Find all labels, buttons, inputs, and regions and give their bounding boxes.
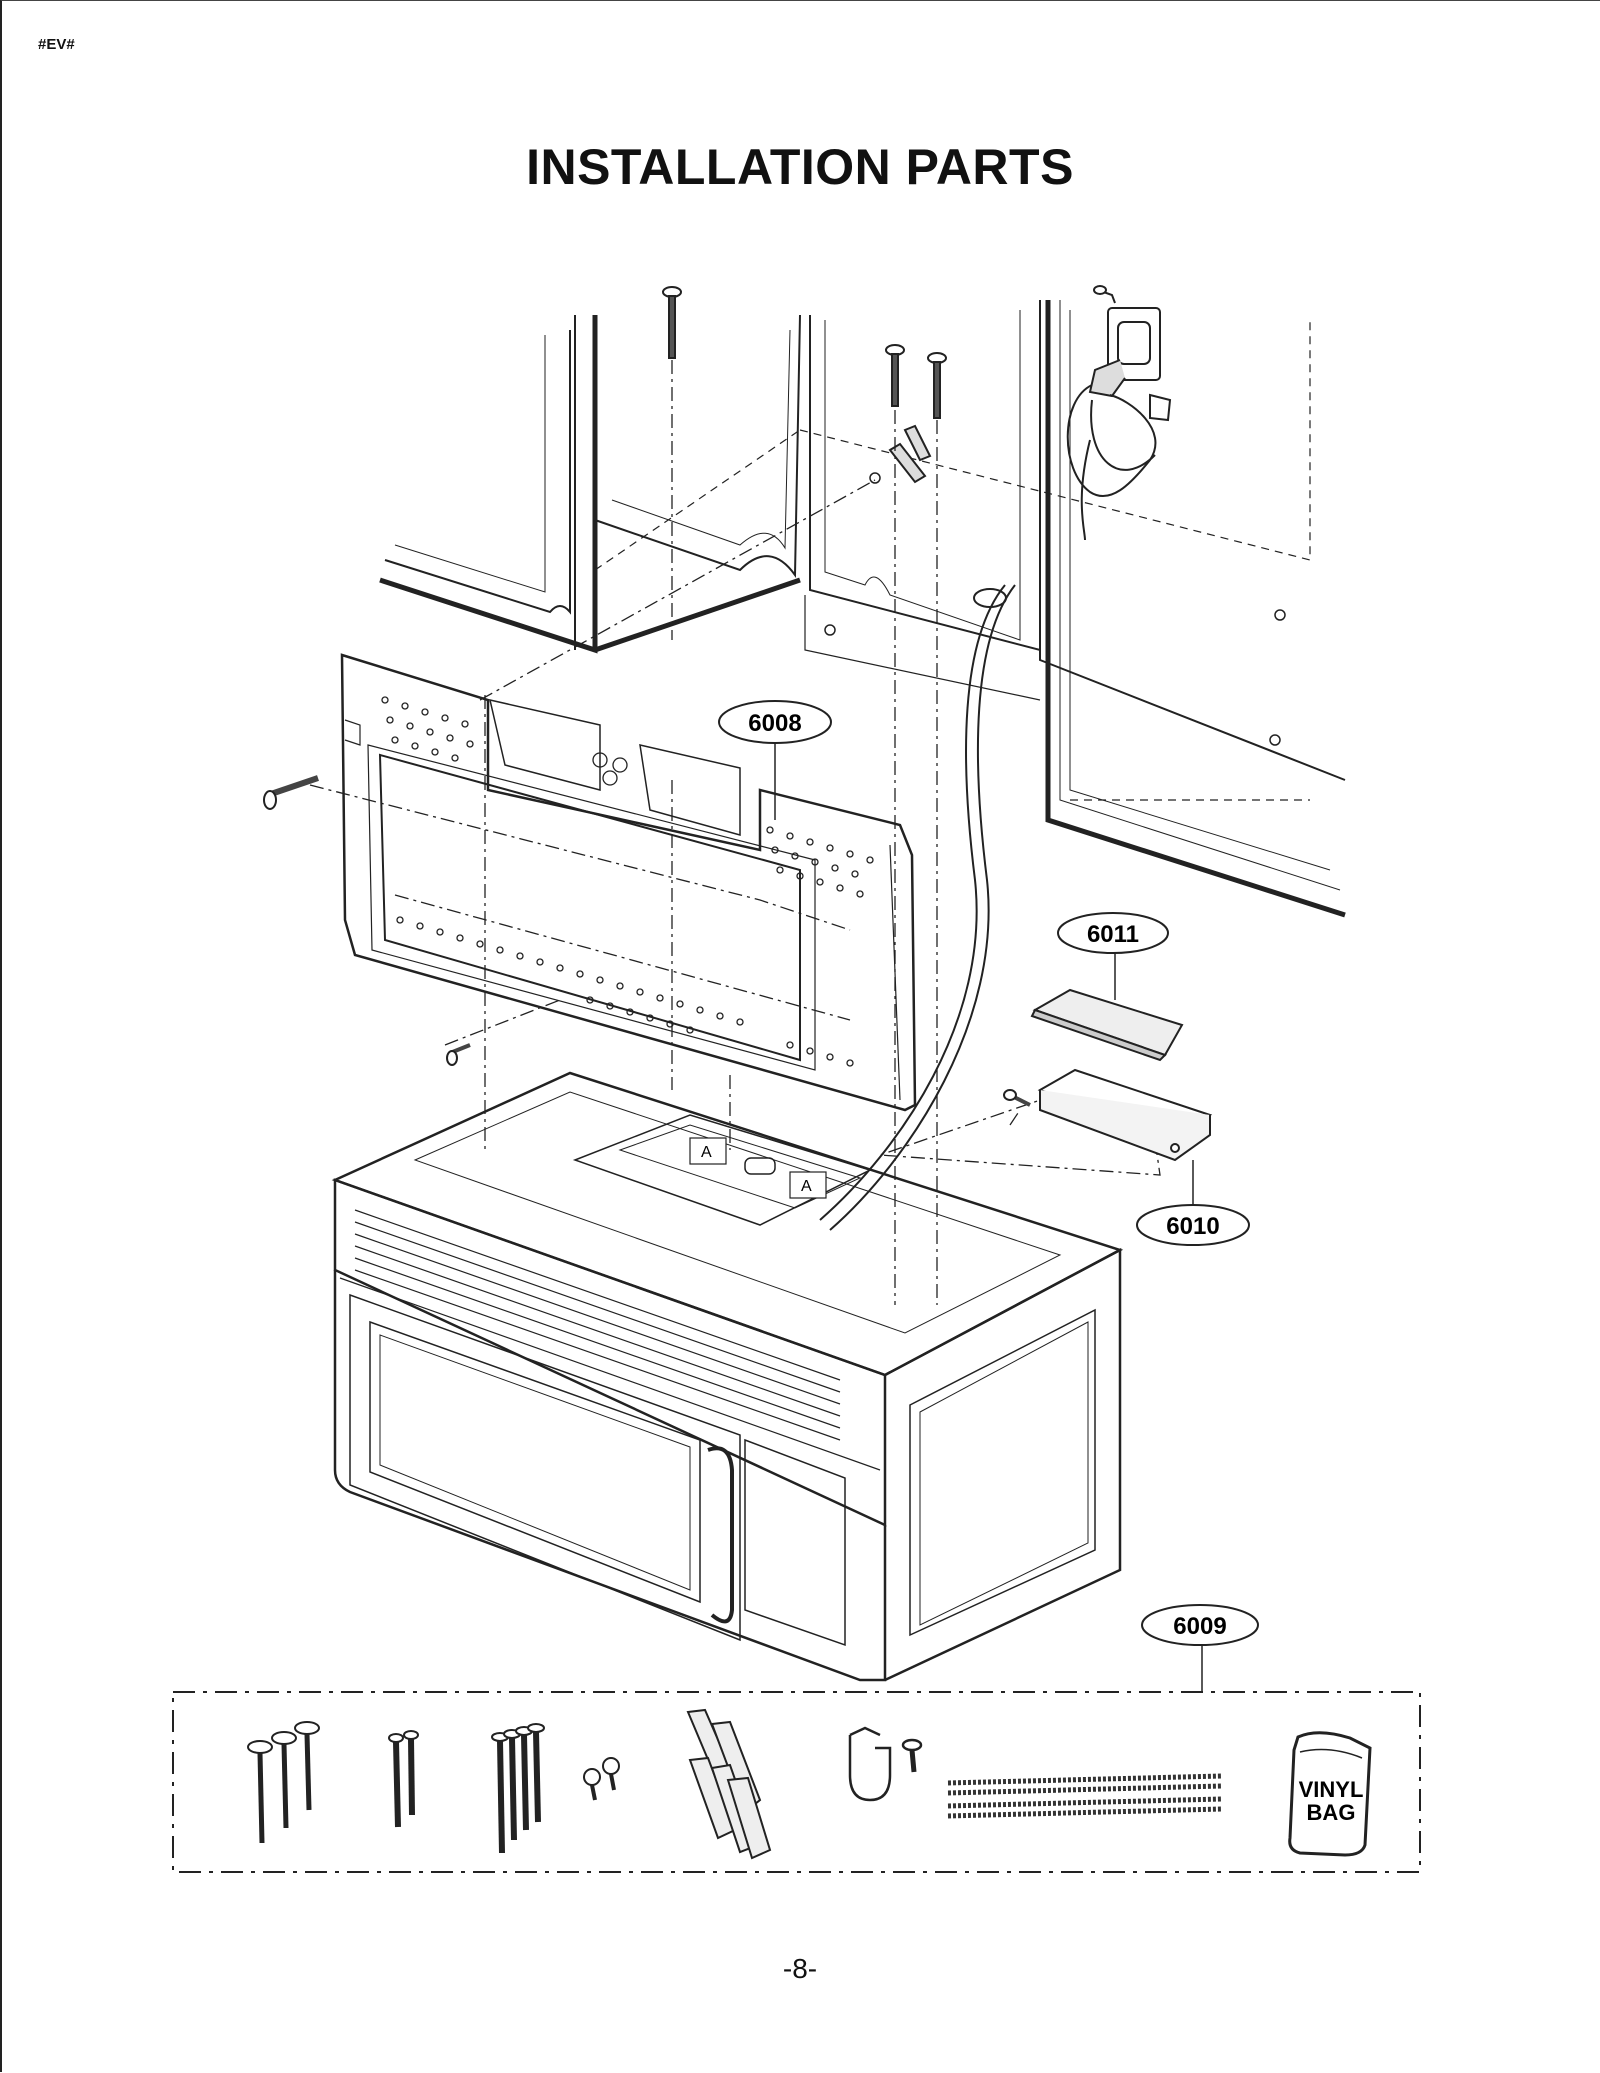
callout-label-6009: 6009 [1173,1613,1226,1640]
callout-6009: 6009 [1141,1604,1259,1692]
kit-spacer-strips [947,1773,1223,1819]
alignment-lines [309,360,1161,1305]
callout-label-6008: 6008 [748,710,801,737]
plate-label-right: A [801,1178,812,1195]
callout-6010: 6010 [1136,1160,1250,1246]
mounting-plate [340,653,917,1112]
kit-wing-anchors [686,1708,772,1860]
kit-long-bolts [491,1723,545,1854]
vinyl-bag-line2: BAG [1307,1800,1356,1825]
microwave-oven [331,1071,1124,1682]
kit-wood-screws [247,1721,320,1844]
callout-label-6010: 6010 [1166,1213,1219,1240]
upper-cabinets [379,300,1346,918]
top-plate-labels: A A [689,1137,827,1199]
cover-part [1030,988,1184,1062]
callout-6011: 6011 [1057,912,1169,1000]
side-screws [263,775,1031,1107]
bracket-part [1037,1068,1213,1162]
page-number: -8- [782,1953,818,1984]
mounting-plate-holes [381,696,874,1067]
callout-label-6011: 6011 [1087,921,1139,948]
vinyl-bag-line1: VINYL [1299,1777,1364,1802]
kit-toggle-bolts [388,1730,419,1828]
document-tag: #EV# [38,36,75,53]
wall-outlet-and-plug [1066,307,1172,541]
callout-6008: 6008 [718,700,832,820]
kit-cord-clamp [848,1726,923,1802]
page-title: INSTALLATION PARTS [526,139,1074,195]
installation-kit-box [172,1691,1421,1873]
power-cord [819,584,1016,1231]
plate-label-left: A [701,1144,712,1161]
top-screws [662,285,1116,484]
kit-vinyl-bag: VINYL BAG [1288,1731,1372,1857]
kit-small-screws [583,1757,620,1801]
